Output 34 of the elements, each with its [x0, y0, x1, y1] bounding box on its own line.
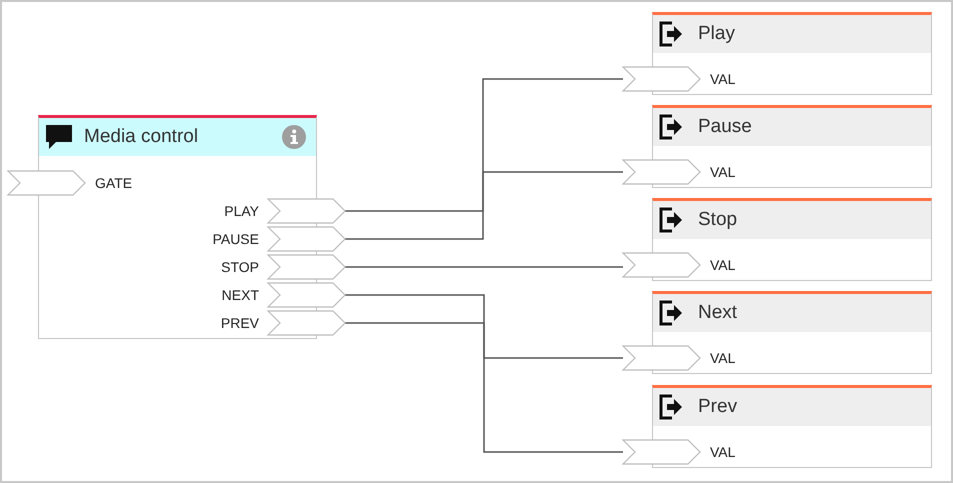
- port-tab: [623, 440, 700, 464]
- connector-line: [345, 266, 623, 268]
- connector-line: [345, 171, 623, 240]
- port-label: VAL: [710, 164, 736, 180]
- block-title: Media control: [84, 126, 198, 148]
- block-title: Next: [698, 302, 738, 324]
- port-label: PAUSE: [212, 231, 259, 247]
- block-title: Stop: [698, 209, 738, 231]
- port-label: VAL: [710, 71, 736, 87]
- port-tab: [268, 199, 345, 223]
- port-tab: [623, 253, 700, 277]
- block-title: Prev: [698, 396, 738, 418]
- port-tab: [268, 255, 345, 279]
- port-tab: [268, 227, 345, 251]
- port-label: NEXT: [222, 287, 259, 303]
- port-tab: [268, 311, 345, 335]
- port-tab: [8, 171, 85, 195]
- port-label: PREV: [220, 315, 259, 331]
- connector-line: [345, 322, 623, 453]
- block-title: Pause: [698, 116, 752, 138]
- port-tab: [623, 346, 700, 370]
- connector-line: [345, 78, 623, 212]
- port-label: STOP: [221, 259, 259, 275]
- port-label: GATE: [95, 175, 132, 191]
- connector-line: [345, 294, 623, 359]
- port-label: VAL: [710, 444, 736, 460]
- port-tab: [623, 67, 700, 91]
- block-title: Play: [698, 23, 735, 45]
- port-label: PLAY: [224, 203, 259, 219]
- port-tab: [268, 283, 345, 307]
- port-tab: [623, 160, 700, 184]
- function-block: [38, 115, 317, 339]
- port-label: VAL: [710, 257, 736, 273]
- port-label: VAL: [710, 350, 736, 366]
